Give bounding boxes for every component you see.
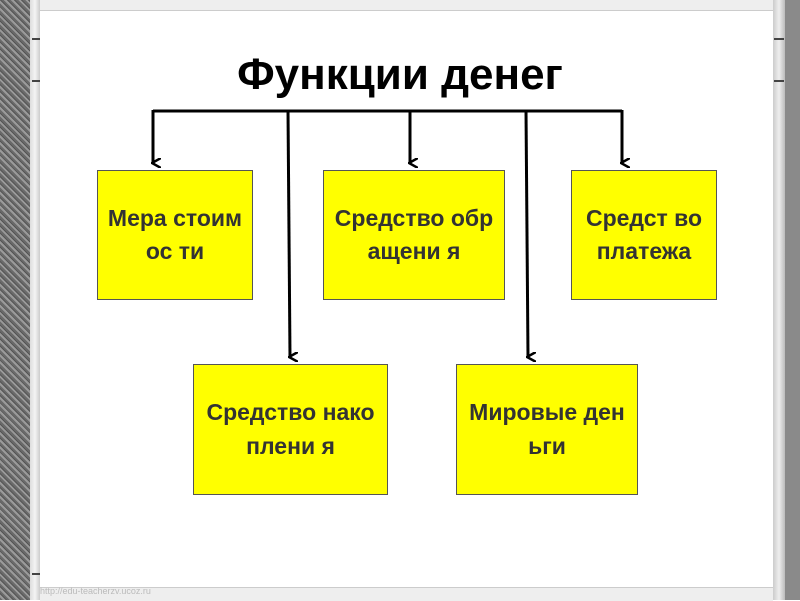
frame-tick <box>32 38 40 40</box>
box-world-money: Мировые деньги <box>456 364 638 495</box>
box-medium-of-circulation: Средство обращени я <box>323 170 505 300</box>
arrow-to-world-money <box>524 109 528 357</box>
box-label: Средство обращени я <box>334 204 494 264</box>
box-means-of-payment: Средст во платежа <box>571 170 717 300</box>
right-frame <box>773 0 785 600</box>
frame-tick <box>32 573 40 575</box>
box-label: Средство накоплени я <box>206 399 375 459</box>
top-frame <box>40 0 773 11</box>
watermark: http://edu-teacherzv.ucoz.ru <box>40 586 151 596</box>
frame-tick <box>32 80 40 82</box>
right-frame-strip <box>785 0 800 600</box>
left-frame <box>30 0 40 600</box>
frame-tick <box>774 38 784 40</box>
box-measure-of-value: Мера стоимос ти <box>97 170 253 300</box>
diagram-title: Функции денег <box>237 50 563 99</box>
frame-tick <box>774 80 784 82</box>
box-label: Мировые деньги <box>469 399 625 459</box>
bottom-frame <box>40 587 773 601</box>
left-frame-texture <box>0 0 30 600</box>
box-store-of-value: Средство накоплени я <box>193 364 388 495</box>
arrow-to-accumulation <box>286 109 290 357</box>
box-label: Средст во платежа <box>585 204 703 264</box>
box-label: Мера стоимос ти <box>107 204 243 264</box>
